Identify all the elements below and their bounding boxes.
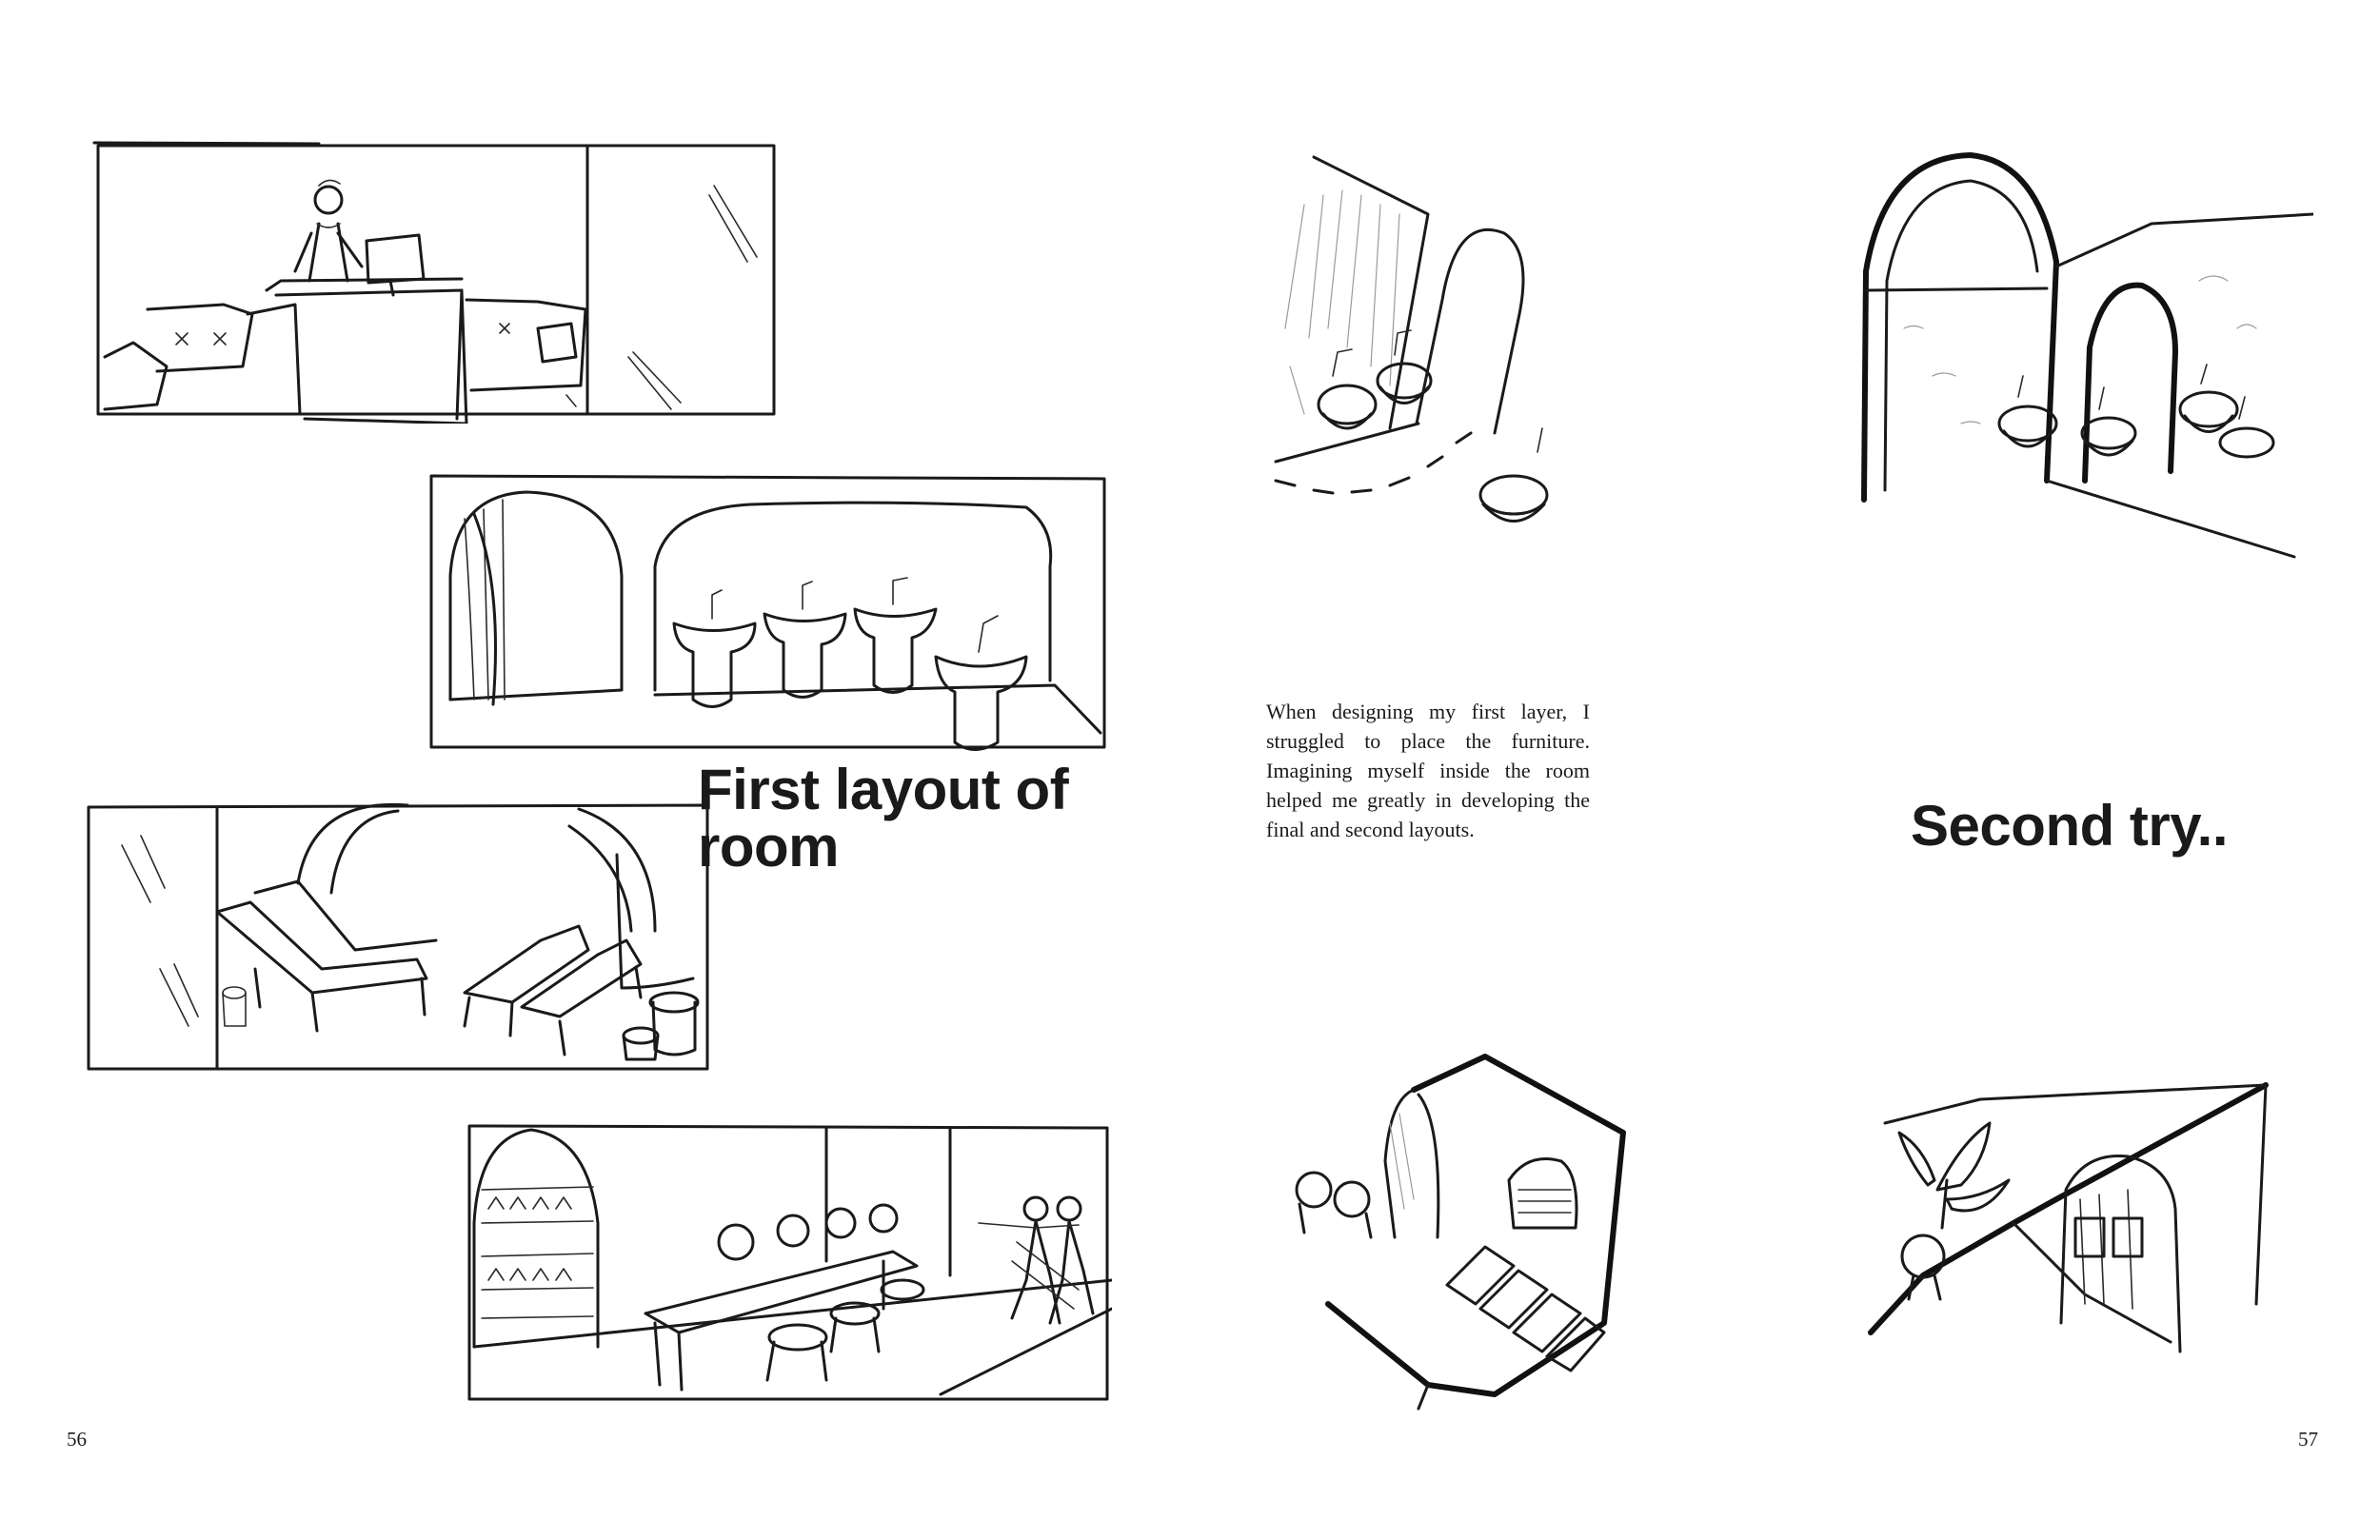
second-1-drawing: [1274, 155, 1549, 523]
second-3-drawing: [1295, 1054, 1626, 1411]
sketch-wash-area: [426, 471, 1112, 757]
sketch-tea-room: [465, 1118, 1112, 1404]
page-number-right: 57: [2298, 1428, 2318, 1451]
page-title-second-try: Second try..: [1911, 794, 2228, 858]
left-page: First layout of room 56: [67, 138, 1112, 1451]
page-title-first-layout: First layout of room: [698, 758, 1069, 879]
sketch-reception: [90, 138, 790, 424]
sketch-second-3: [1276, 1047, 1656, 1418]
sketch-lounge: [84, 798, 712, 1074]
intro-paragraph: When designing my first layer, I struggl…: [1266, 700, 1590, 841]
wash-area-drawing: [429, 474, 1106, 751]
tea-room-drawing: [467, 1124, 1112, 1401]
sketch-second-1: [1266, 138, 1723, 547]
sketch-second-4: [1856, 1066, 2285, 1361]
second-4-drawing: [1868, 1082, 2269, 1353]
lounge-drawing: [87, 802, 709, 1071]
second-2-drawing: [1861, 152, 2313, 559]
right-page: When designing my first layer, I struggl…: [1190, 0, 2380, 1540]
sketch-second-2: [1847, 138, 2313, 576]
page-number-left: 56: [67, 1428, 87, 1451]
basin-group: [672, 577, 1028, 751]
reception-drawing: [92, 141, 776, 424]
